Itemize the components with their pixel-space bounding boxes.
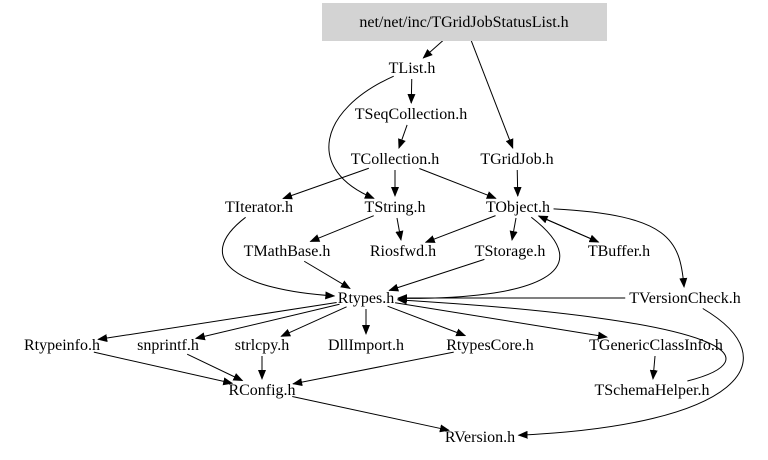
edge-tgenericclassinfo-to-tschemahelper	[649, 355, 658, 380]
node-tstorage[interactable]: TStorage.h	[475, 243, 546, 260]
edge-rtypescore-to-rconfig	[292, 351, 454, 387]
node-tobject[interactable]: TObject.h	[486, 199, 550, 216]
node-tgridjob[interactable]: TGridJob.h	[480, 151, 553, 168]
edge-tmathbase-to-rtypes	[303, 260, 351, 289]
edge-rtypes-to-tgenericclassinfo	[395, 302, 608, 340]
node-tseqcollection[interactable]: TSeqCollection.h	[355, 106, 467, 123]
edge-tbuffer-to-tobject	[537, 215, 599, 243]
edge-tschemahelper-to-rtypes	[396, 296, 727, 382]
edge-tseqcollection-to-tcollection	[398, 124, 408, 149]
node-tstring[interactable]: TString.h	[365, 199, 426, 216]
node-tschemahelper[interactable]: TSchemaHelper.h	[594, 382, 709, 399]
edge-tgridjob-to-tobject	[513, 169, 522, 197]
edge-tlist-to-tseqcollection	[407, 78, 416, 104]
edge-tobject-to-tstorage	[509, 217, 518, 241]
node-tmathbase[interactable]: TMathBase.h	[244, 243, 331, 260]
edge-rtypes-to-rtypeinfo	[97, 302, 337, 342]
edge-tobject-to-riosfwd	[424, 215, 496, 243]
node-rconfig[interactable]: RConfig.h	[228, 382, 295, 399]
edge-tversioncheck-to-rversion	[517, 308, 744, 439]
edge-snprintf-to-rconfig	[186, 353, 244, 382]
node-titerator[interactable]: TIterator.h	[225, 199, 293, 216]
edge-rtypeinfo-to-rconfig	[93, 351, 234, 386]
edge-tlist-to-tstring	[328, 75, 394, 199]
root-node-box	[322, 3, 607, 41]
node-snprintf[interactable]: snprintf.h	[137, 337, 199, 354]
edge-tstring-to-riosfwd	[395, 217, 404, 241]
node-rtypescore[interactable]: RtypesCore.h	[446, 337, 534, 354]
edge-layer	[93, 40, 744, 439]
edge-tobject-to-rtypes	[397, 216, 561, 303]
edge-tcollection-to-titerator	[282, 167, 369, 200]
node-tcollection[interactable]: TCollection.h	[351, 151, 439, 168]
edge-root-to-tlist	[422, 40, 444, 59]
edge-tobject-to-tversioncheck	[553, 208, 688, 288]
edge-rtypes-to-strlcpy	[280, 306, 347, 337]
node-layer: net/net/inc/TGridJobStatusList.hTList.hT…	[24, 14, 741, 446]
edge-tstorage-to-rtypes	[388, 258, 485, 292]
node-root[interactable]: net/net/inc/TGridJobStatusList.h	[359, 14, 568, 31]
edge-rtypes-to-snprintf	[194, 303, 340, 341]
node-tbuffer[interactable]: TBuffer.h	[588, 243, 650, 260]
edge-titerator-to-rtypes	[221, 216, 336, 300]
node-tversioncheck[interactable]: TVersionCheck.h	[629, 290, 741, 307]
node-riosfwd[interactable]: Riosfwd.h	[370, 243, 436, 260]
node-rversion[interactable]: RVersion.h	[445, 429, 515, 446]
node-strlcpy[interactable]: strlcpy.h	[235, 337, 290, 354]
edge-root-to-tgridjob	[470, 40, 514, 149]
node-tgenericclassinfo[interactable]: TGenericClassInfo.h	[589, 337, 723, 354]
edge-rconfig-to-rversion	[292, 396, 450, 433]
node-rtypeinfo[interactable]: Rtypeinfo.h	[24, 337, 100, 354]
edge-rtypes-to-rtypescore	[387, 305, 467, 337]
node-tlist[interactable]: TList.h	[389, 60, 436, 77]
node-dllimport[interactable]: DllImport.h	[328, 337, 404, 354]
edge-tcollection-to-tobject	[419, 168, 497, 199]
node-rtypes[interactable]: Rtypes.h	[338, 290, 394, 307]
edge-tstring-to-tmathbase	[309, 215, 374, 242]
